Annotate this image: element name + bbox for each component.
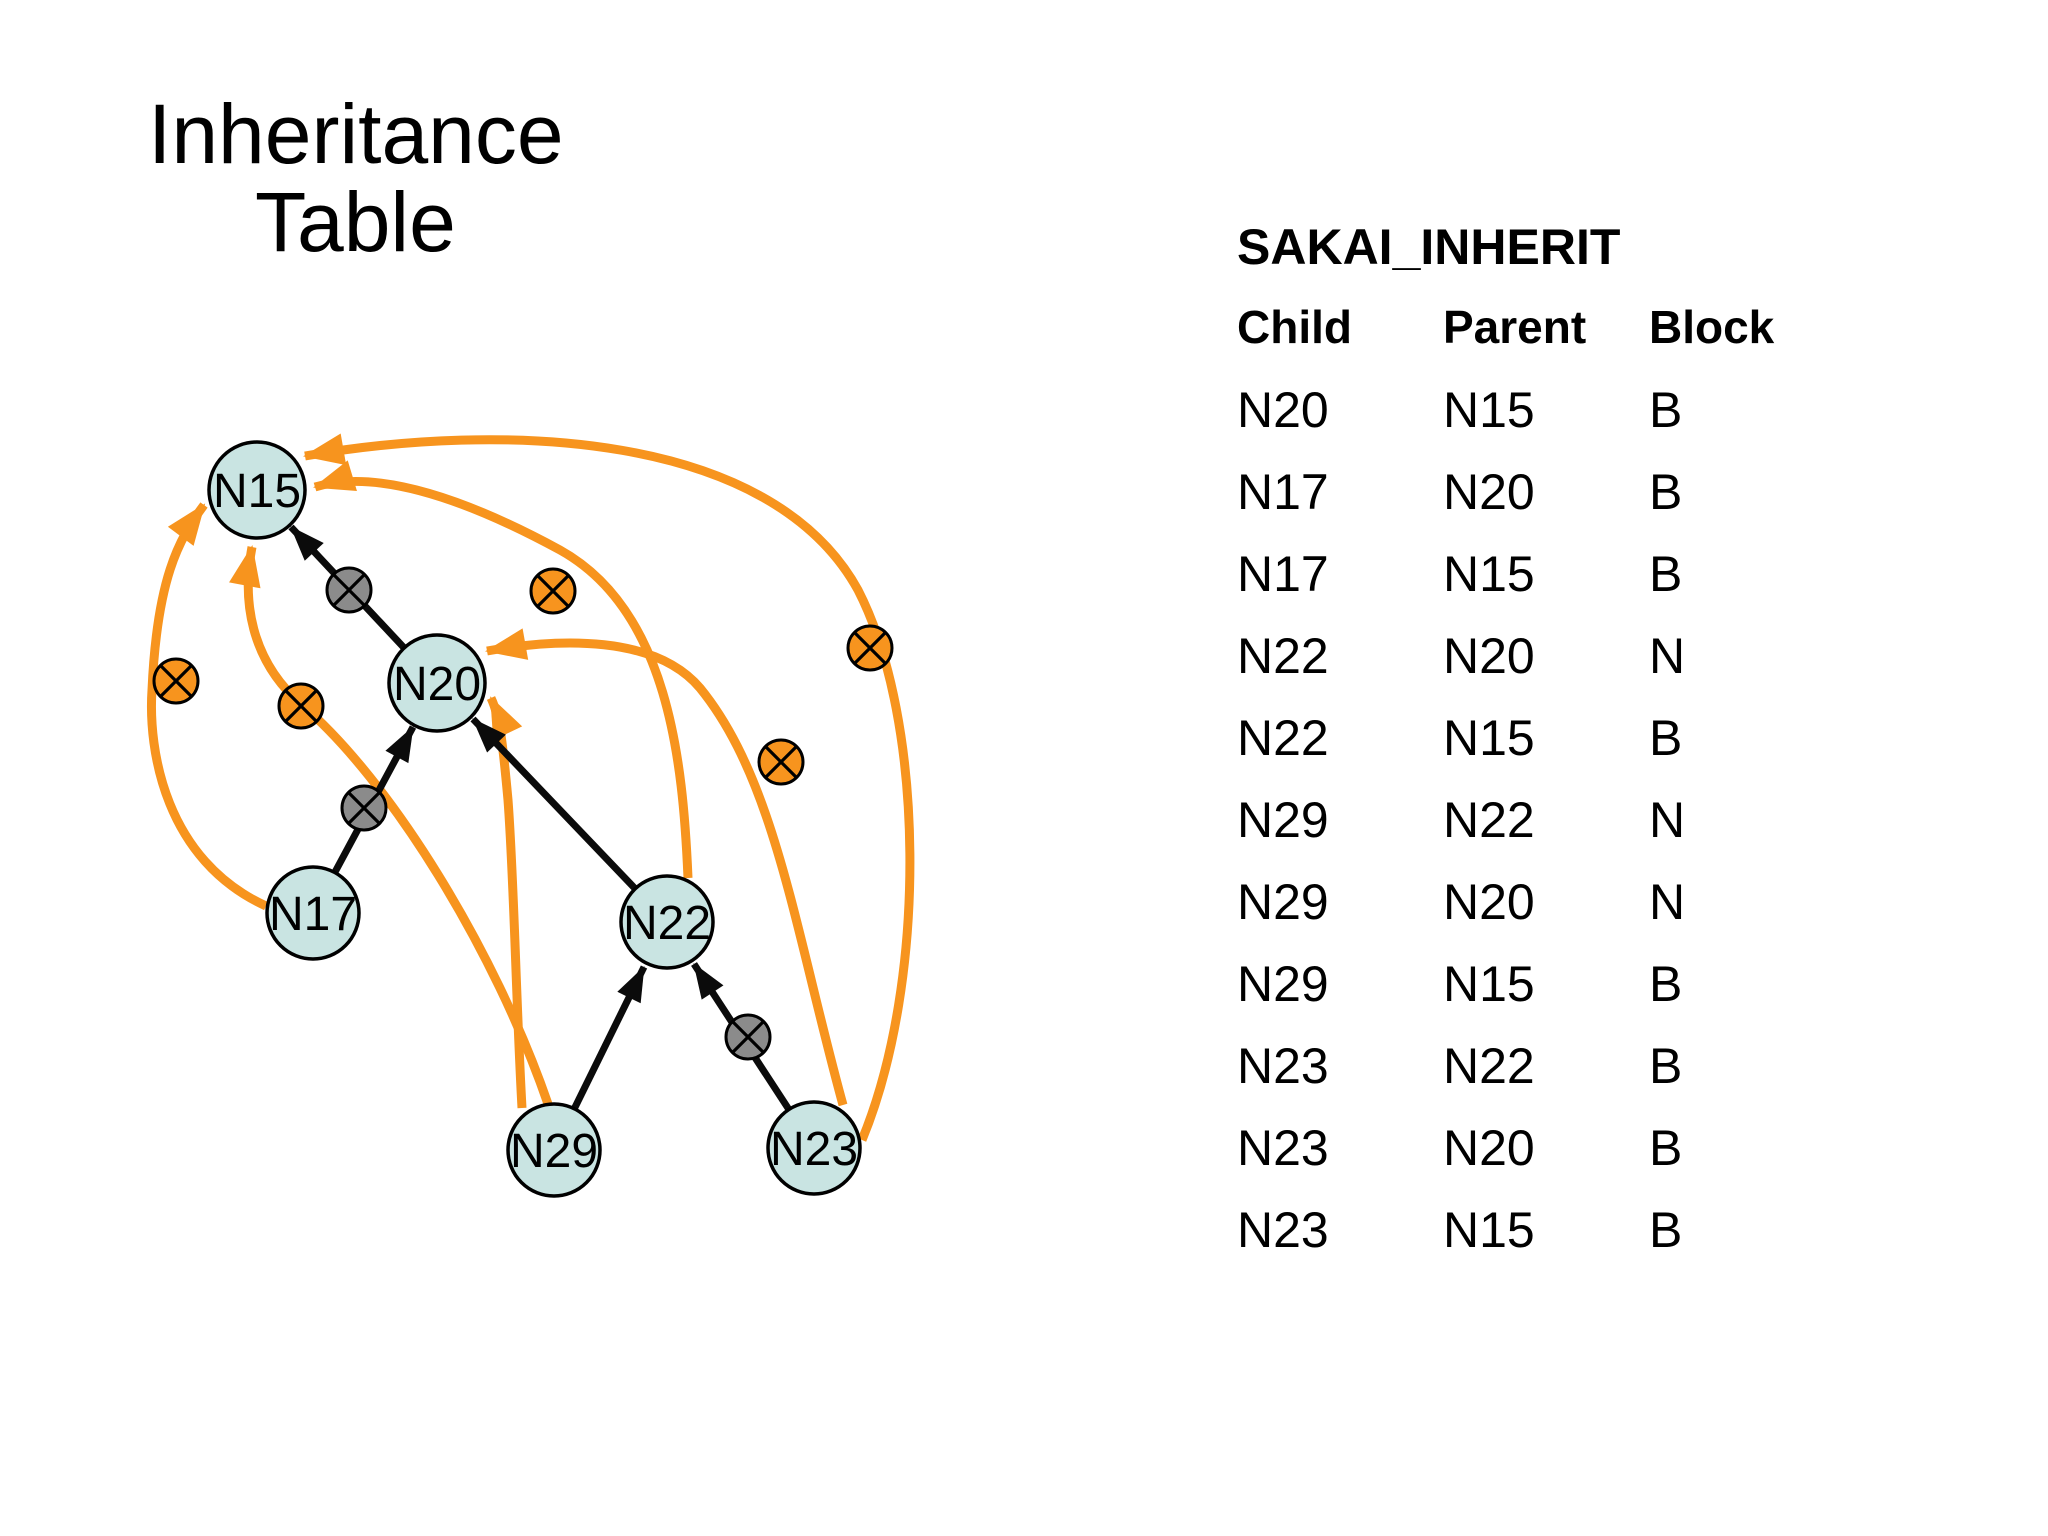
cell-child: N23 xyxy=(1237,1038,1329,1094)
cell-block: N xyxy=(1649,792,1686,848)
table-row: N23 N20 B xyxy=(1237,1107,1809,1189)
node-n23-label: N23 xyxy=(770,1123,858,1176)
table-row: N22 N15 B xyxy=(1237,697,1809,779)
cell-parent: N15 xyxy=(1443,546,1535,602)
blocked-marker-gray-n17-n20 xyxy=(340,784,388,832)
table-name: SAKAI_INHERIT xyxy=(1237,219,1621,275)
node-n29-label: N29 xyxy=(510,1125,598,1178)
cell-child: N23 xyxy=(1237,1120,1329,1176)
table-header-row: Child Parent Block xyxy=(1237,286,1809,368)
cell-parent: N20 xyxy=(1443,1120,1535,1176)
col-header-child: Child xyxy=(1237,301,1352,353)
cell-child: N29 xyxy=(1237,792,1329,848)
inherit-edge-n29-n15 xyxy=(229,545,553,1106)
cell-child: N22 xyxy=(1237,710,1329,766)
cell-block: B xyxy=(1649,956,1683,1012)
node-n17-label: N17 xyxy=(269,888,357,941)
table-row: N29 N15 B xyxy=(1237,943,1809,1025)
inherit-edge-n29-n20 xyxy=(486,696,527,1109)
cell-parent: N15 xyxy=(1443,1202,1535,1258)
col-header-parent: Parent xyxy=(1443,301,1587,353)
cell-parent: N15 xyxy=(1443,710,1535,766)
cell-parent: N15 xyxy=(1443,956,1535,1012)
table-row: N20 N15 B xyxy=(1237,369,1809,451)
node-n15-label: N15 xyxy=(213,465,301,518)
col-header-block: Block xyxy=(1649,301,1775,353)
cell-block: N xyxy=(1649,628,1686,684)
table-row: N17 N20 B xyxy=(1237,451,1809,533)
node-n22: N22 xyxy=(619,874,715,970)
cell-block: B xyxy=(1649,1202,1683,1258)
inherit-edge-n22-n15 xyxy=(313,460,693,879)
blocked-marker-orange-n23-n20 xyxy=(757,738,805,786)
cell-child: N23 xyxy=(1237,1202,1329,1258)
inherit-edge-n17-n15 xyxy=(147,502,268,911)
table-row: N23 N15 B xyxy=(1237,1189,1809,1271)
table-row: N23 N22 B xyxy=(1237,1025,1809,1107)
cell-child: N22 xyxy=(1237,628,1329,684)
inherit-edges xyxy=(147,433,915,1142)
cell-child: N20 xyxy=(1237,382,1329,438)
node-n15: N15 xyxy=(207,440,307,540)
blocked-marker-gray-n20-n15 xyxy=(325,566,373,614)
node-n20: N20 xyxy=(387,633,487,733)
cell-parent: N15 xyxy=(1443,382,1535,438)
cell-block: B xyxy=(1649,464,1683,520)
cell-parent: N20 xyxy=(1443,874,1535,930)
cell-block: N xyxy=(1649,874,1686,930)
cell-block: B xyxy=(1649,710,1683,766)
blocked-marker-orange-n22-n15 xyxy=(529,567,577,615)
blocked-marker-orange-n23-n15 xyxy=(846,624,894,672)
blocked-marker-orange-n17-n15 xyxy=(152,657,200,705)
node-n29: N29 xyxy=(506,1102,602,1198)
cell-child: N29 xyxy=(1237,956,1329,1012)
cell-block: B xyxy=(1649,382,1683,438)
table-row: N29 N22 N xyxy=(1237,779,1809,861)
cell-child: N17 xyxy=(1237,464,1329,520)
cell-parent: N22 xyxy=(1443,1038,1535,1094)
cell-block: B xyxy=(1649,546,1683,602)
cell-parent: N20 xyxy=(1443,628,1535,684)
node-n23: N23 xyxy=(766,1100,862,1196)
inherit-edge-n23-n20 xyxy=(485,628,848,1107)
table-row: N17 N15 B xyxy=(1237,533,1809,615)
page-title-line1: Inheritance xyxy=(148,87,564,181)
node-n20-label: N20 xyxy=(393,658,481,711)
cell-block: B xyxy=(1649,1120,1683,1176)
page-title-line2: Table xyxy=(255,175,456,269)
table-row: N29 N20 N xyxy=(1237,861,1809,943)
table-row: N22 N20 N xyxy=(1237,615,1809,697)
cell-child: N29 xyxy=(1237,874,1329,930)
cell-parent: N22 xyxy=(1443,792,1535,848)
cell-parent: N20 xyxy=(1443,464,1535,520)
node-n17: N17 xyxy=(265,865,361,961)
cell-block: B xyxy=(1649,1038,1683,1094)
node-n22-label: N22 xyxy=(623,897,711,950)
table-body: N20 N15 B N17 N20 B N17 N15 B N22 N20 N … xyxy=(1237,369,1809,1271)
cell-child: N17 xyxy=(1237,546,1329,602)
blocked-marker-orange-n29-n15 xyxy=(277,682,325,730)
inherit-edge-n23-n15 xyxy=(303,433,915,1142)
blocked-marker-gray-n23-n22 xyxy=(724,1013,772,1061)
